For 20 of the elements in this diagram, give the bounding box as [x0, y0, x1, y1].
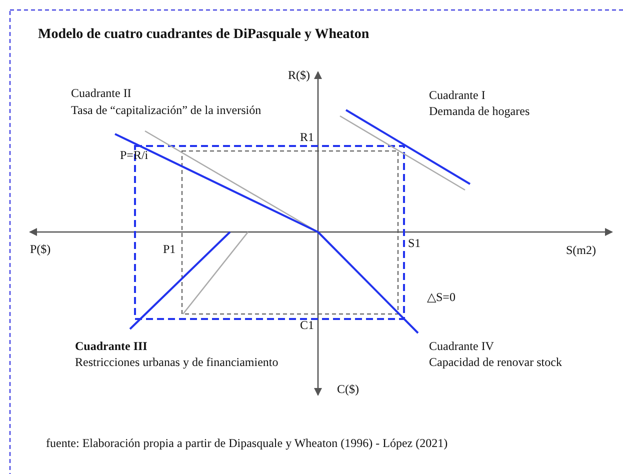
axis-label: S(m2)	[566, 243, 596, 257]
quadrant-title: Cuadrante III	[75, 339, 148, 353]
equation-label: △S=0	[427, 290, 456, 304]
quadrant-title: Cuadrante IV	[429, 339, 494, 353]
quadrant-title: Cuadrante II	[71, 86, 132, 100]
point-label: C1	[300, 318, 314, 332]
diagram-title: Modelo de cuatro cuadrantes de DiPasquale y Wheaton	[38, 26, 370, 43]
point-label: P1	[163, 242, 176, 256]
quadrant-description: Tasa de “capitalización” de la inversión	[71, 103, 262, 117]
quadrant-description: Restricciones urbanas y de financiamiento	[75, 355, 278, 369]
axis-label: P($)	[30, 242, 51, 256]
point-label: P=R/i	[120, 148, 148, 162]
point-label: S1	[408, 236, 421, 250]
point-label: R1	[300, 130, 314, 144]
quadrant-description: Demanda de hogares	[429, 104, 530, 118]
source-caption: fuente: Elaboración propia a partir de Dipasquale y Wheaton (1996) - López (2021)	[46, 436, 448, 451]
axis-label: C($)	[337, 382, 359, 396]
quadrant-title: Cuadrante I	[429, 88, 486, 102]
quadrant-description: Capacidad de renovar stock	[429, 355, 562, 369]
axis-label: R($)	[288, 68, 310, 82]
